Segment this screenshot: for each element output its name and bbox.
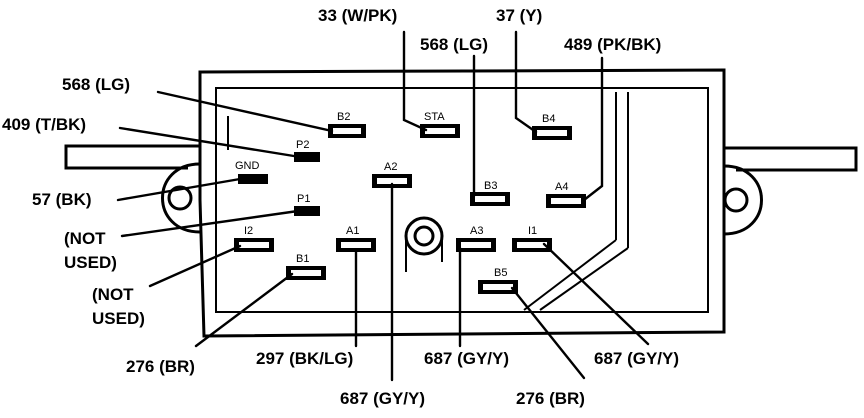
rib-diagonal-2 (539, 247, 629, 311)
leader-i2-not-used (148, 244, 242, 288)
pin-label-p2: P2 (296, 139, 309, 151)
leader-409 (118, 126, 302, 159)
callout-687-a3: 687 (GY/Y) (424, 349, 509, 368)
leader-33 (402, 30, 428, 132)
leader-57 (116, 177, 242, 202)
pin-label-a4: A4 (555, 181, 568, 193)
callout-37: 37 (Y) (496, 6, 542, 25)
terminal-i1: I1 (512, 225, 552, 252)
terminal-sta: STA (420, 111, 460, 138)
callout-not-used-2a: (NOT (92, 285, 134, 304)
pin-label-b3: B3 (484, 180, 497, 192)
callout-57: 57 (BK) (32, 190, 92, 209)
leader-lines (116, 30, 650, 382)
callouts: 33 (W/PK) 37 (Y) 568 (LG) 489 (PK/BK) 56… (2, 6, 679, 408)
terminal-b3: B3 (470, 180, 510, 206)
center-stud-outer (404, 216, 444, 256)
callout-not-used-1a: (NOT (64, 229, 106, 248)
terminal-p1: P1 (294, 193, 320, 216)
callout-687-right: 687 (GY/Y) (594, 349, 679, 368)
terminal-b4: B4 (532, 113, 572, 140)
callout-489: 489 (PK/BK) (564, 35, 661, 54)
leader-276-left (194, 272, 294, 348)
callout-409: 409 (T/BK) (2, 115, 86, 134)
pin-label-i1: I1 (528, 225, 537, 237)
rib-diagonal-1 (523, 239, 617, 311)
leader-37 (514, 30, 538, 134)
pin-label-gnd: GND (235, 160, 260, 172)
pin-label-sta: STA (424, 111, 445, 123)
callout-not-used-2b: USED) (92, 309, 145, 328)
leader-568-left (156, 90, 334, 133)
terminal-a1: A1 (336, 225, 376, 252)
pin-label-b2: B2 (337, 111, 350, 123)
callout-568-top: 568 (LG) (420, 35, 488, 54)
terminal-p2: P2 (294, 139, 320, 162)
center-stud-inner (413, 225, 435, 247)
callout-276-left: 276 (BR) (126, 357, 195, 376)
terminal-i2: I2 (234, 225, 274, 252)
left-mount-ear (161, 162, 201, 234)
callout-568-left: 568 (LG) (62, 75, 130, 94)
pin-label-b5: B5 (494, 267, 507, 279)
terminal-b1: B1 (286, 253, 326, 280)
right-mount-ear (723, 164, 763, 236)
connector-housing (64, 68, 858, 338)
pin-label-b4: B4 (542, 113, 555, 125)
leader-687-i1 (542, 242, 650, 346)
leader-p1-not-used (120, 209, 300, 238)
pin-label-a1: A1 (346, 225, 359, 237)
terminal-gnd: GND (235, 160, 268, 184)
terminal-b2: B2 (328, 111, 366, 138)
leader-489 (582, 56, 604, 202)
housing-inner-outline (215, 87, 709, 313)
callout-33: 33 (W/PK) (318, 6, 397, 25)
terminal-a4: A4 (546, 181, 586, 208)
terminals: B2 STA B4 P2 GND A2 (234, 111, 586, 294)
callout-not-used-1b: USED) (64, 253, 117, 272)
terminal-a3: A3 (456, 225, 496, 252)
terminal-a2: A2 (372, 161, 412, 188)
right-mount-hole (723, 187, 749, 213)
pin-label-p1: P1 (297, 193, 310, 205)
terminal-b5: B5 (478, 267, 518, 294)
callout-297: 297 (BK/LG) (256, 349, 353, 368)
pin-label-a2: A2 (384, 161, 397, 173)
pin-label-i2: I2 (244, 225, 253, 237)
leader-276-b5 (510, 286, 586, 380)
pin-label-b1: B1 (296, 253, 309, 265)
left-mount-hole (167, 185, 193, 211)
pin-label-a3: A3 (470, 225, 483, 237)
right-mount-tab (724, 146, 858, 172)
callout-276-bottom: 276 (BR) (516, 389, 585, 408)
callout-687-bottom: 687 (GY/Y) (340, 389, 425, 408)
left-mount-tab (64, 144, 200, 170)
housing-outer-outline (198, 68, 726, 338)
